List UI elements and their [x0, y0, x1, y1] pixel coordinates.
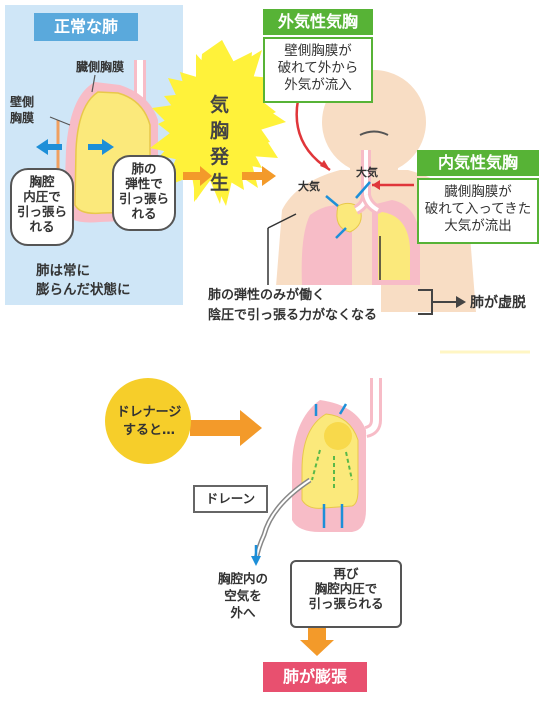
air-label-left: 大気	[298, 180, 320, 193]
external-desc: 壁側胸膜が 破れて外から 外気が流入	[263, 37, 373, 103]
internal-title: 内気性気胸	[417, 150, 539, 176]
internal-desc: 臓側胸膜が 破れて入ってきた 大気が流出	[417, 178, 539, 244]
drainage-bubble: 再び 胸腔内圧で 引っ張られる	[290, 560, 402, 628]
green-arrows	[311, 449, 353, 490]
drainage-out-text: 胸腔内の 空気を 外へ	[218, 571, 269, 620]
label-parietal-pleura: 壁側 胸膜	[10, 95, 35, 125]
drainage-result: 肺が膨張	[263, 662, 367, 692]
label-visceral-pleura: 臓側胸膜	[76, 60, 125, 74]
collapse-result: 肺が虚脱	[470, 295, 526, 311]
blue-arrows-air	[325, 181, 371, 239]
air-label-right: 大気	[356, 166, 378, 179]
blue-arrows-normal	[36, 139, 114, 155]
starburst-text: 気 胸 発 生	[210, 94, 230, 194]
normal-lung-caption: 肺は常に 膨らんだ状態に	[36, 263, 131, 298]
arrow-drainage	[190, 410, 262, 446]
drainage-circle-text: ドレナージ すると…	[116, 405, 182, 438]
normal-lung-title: 正常な肺	[34, 13, 138, 41]
bubble-intrapleural: 胸腔 内圧で 引っ張ら れる	[10, 168, 74, 246]
arrow-to-body	[242, 166, 276, 186]
drainage-circle	[105, 378, 191, 464]
bubble-elasticity: 肺の 弾性で 引っ張ら れる	[112, 155, 176, 231]
external-title: 外気性気胸	[263, 9, 373, 35]
collapse-note: 肺の弾性のみが働く 陰圧で引っ張る力がなくなる	[204, 285, 382, 327]
drain-label: ドレーン	[193, 485, 268, 513]
